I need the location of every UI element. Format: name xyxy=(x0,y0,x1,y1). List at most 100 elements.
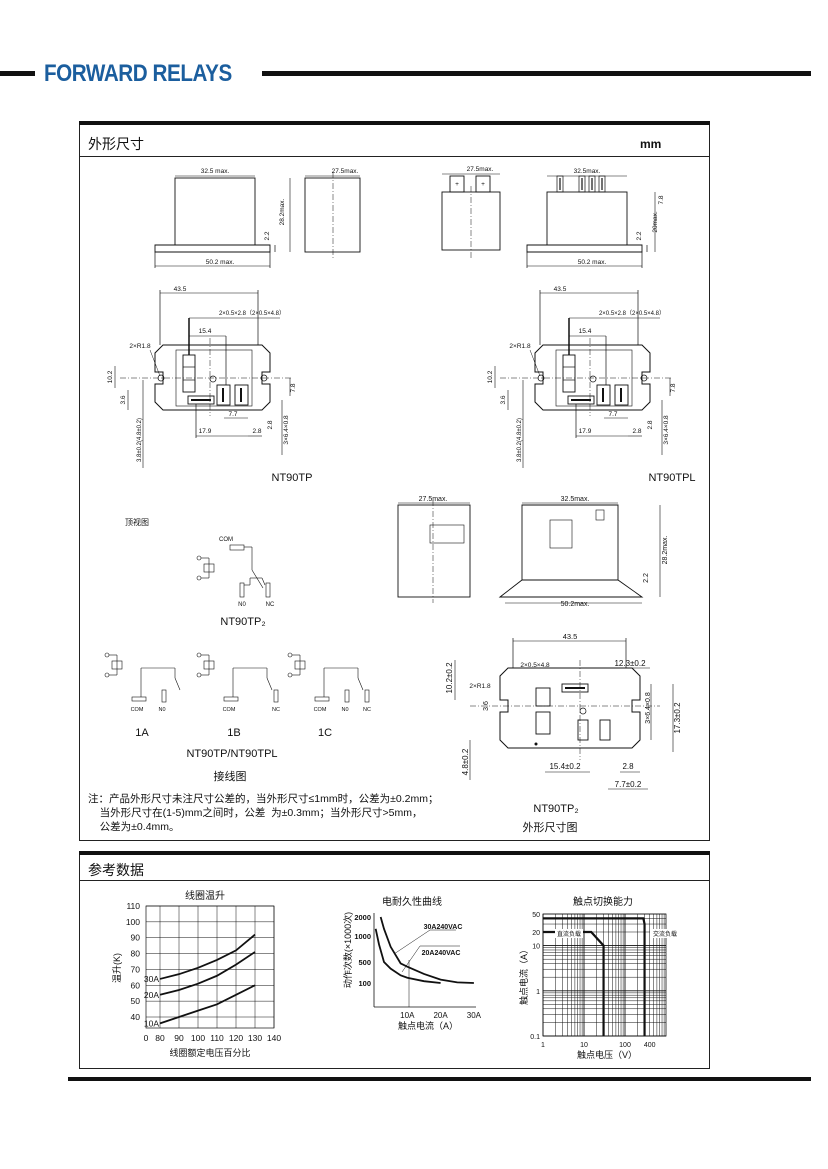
dim-2-8: 2.8 xyxy=(252,428,261,435)
series-line-20A xyxy=(159,951,256,996)
y-tick-label: 0.1 xyxy=(530,1034,540,1041)
terminal-circle xyxy=(196,555,202,561)
note-line: 注：产品外形尺寸未注尺寸公差的，当外形尺寸≤1mm时，公差为±0.2mm； xyxy=(88,793,439,805)
mounting-flange xyxy=(498,579,644,598)
section2-title: 参考数据 xyxy=(88,862,144,878)
terminal-tab xyxy=(556,175,564,193)
switch-blade xyxy=(266,677,273,691)
header-rule-right xyxy=(262,71,811,76)
slot-hole xyxy=(157,374,165,382)
tp-side-view: 32.5 max.50.2 max.2.228.2max. xyxy=(154,168,291,268)
com-contact xyxy=(223,696,239,702)
com-label: COM xyxy=(223,707,236,713)
chart-title: 触点切换能力 xyxy=(573,895,633,908)
coil-terminal xyxy=(535,687,551,707)
dim-4-8: 4.8±0.2 xyxy=(461,748,470,775)
base-plate xyxy=(534,344,651,411)
y-tick-label: 90 xyxy=(131,933,141,943)
series-line-30A xyxy=(159,933,256,980)
nc-label: NC xyxy=(266,602,275,608)
x-tick-label: 10A xyxy=(400,1011,415,1020)
label-background xyxy=(555,929,583,938)
model-label: NT90TP xyxy=(272,472,313,484)
overall-width-dim: 43.5 xyxy=(563,632,578,641)
unit-label: mm xyxy=(640,137,662,151)
dim-7-8: 7.8 xyxy=(290,383,297,392)
y-tick-label: 100 xyxy=(126,917,140,927)
dim-17-9: 17.9 xyxy=(579,428,592,435)
dim-7-7: 7.7 xyxy=(228,411,237,418)
y-tick-label: 40 xyxy=(131,1012,141,1022)
x-tick-label: 80 xyxy=(155,1033,165,1043)
series-line-10A xyxy=(159,984,256,1025)
radius-dim: 2×R1.8 xyxy=(469,683,491,690)
line xyxy=(149,349,161,377)
wiring-caption: 接线图 xyxy=(214,769,247,783)
footer-rule xyxy=(68,1077,811,1081)
relay-body xyxy=(174,177,256,246)
y-tick-label: 100 xyxy=(358,979,371,988)
width-dim: 27.5max. xyxy=(332,168,359,175)
base-plate xyxy=(154,344,271,411)
com-label: COM xyxy=(314,707,327,713)
nc-terminal xyxy=(614,384,629,406)
section1-title-divider xyxy=(80,156,709,157)
dim-2-8-vertical: 2.8 xyxy=(647,420,654,429)
no-terminal xyxy=(577,719,589,741)
section1-top-rule xyxy=(79,121,710,125)
tp-bottom-view: 43.52×0.5×2.8（2×0.5×4.8）15.42×R1.810.23.… xyxy=(107,286,312,484)
x-axis-label: 触点电流（A） xyxy=(398,1020,458,1031)
tpl-front-view: ++27.5max. xyxy=(441,166,501,258)
x-tick-label: 20A xyxy=(433,1011,448,1020)
relay-body xyxy=(546,191,628,246)
com-terminal xyxy=(561,683,589,693)
section2-title-divider xyxy=(80,880,709,881)
terminal-height-dim: 7.8 xyxy=(658,195,665,204)
coil-terminal xyxy=(535,711,551,735)
y-tick-label: 1 xyxy=(536,989,540,996)
line xyxy=(261,577,266,586)
chart-title: 线圈温升 xyxy=(185,889,225,902)
com-label: COM xyxy=(219,537,233,543)
overall-width-dim: 43.5 xyxy=(554,286,567,293)
brand-logo: FORWARD RELAYS xyxy=(44,60,232,87)
terminal-tab xyxy=(449,175,465,193)
nc-label: NC xyxy=(363,707,371,713)
width-dim: 27.5max. xyxy=(467,166,494,173)
terminal-circle xyxy=(196,575,202,581)
mounting-flange xyxy=(526,244,643,253)
coil-symbol xyxy=(294,660,306,670)
center-hole xyxy=(209,375,217,383)
tp2-side-view: 32.5max.50.2max.28.2max.2.2 xyxy=(498,496,669,608)
dim-7-7: 7.7±0.2 xyxy=(615,780,642,789)
terminal-circle xyxy=(104,672,110,678)
contact-type-label: 1A xyxy=(135,727,149,739)
series-label-ac: 交流负载 xyxy=(653,930,677,938)
right-offset-dim: 12.3±0.2 xyxy=(614,659,646,668)
height-dim: 20max. xyxy=(652,211,659,233)
mounting-flange xyxy=(154,244,271,253)
relay-body xyxy=(397,504,471,598)
no-contact xyxy=(239,582,245,598)
nc-terminal xyxy=(234,384,249,406)
terminal-circle xyxy=(196,652,202,658)
y-tick-label: 70 xyxy=(131,964,141,974)
com-terminal xyxy=(567,395,595,405)
nc-contact xyxy=(364,689,370,703)
switch-blade xyxy=(174,677,181,691)
tp2-front-view: 27.5max. xyxy=(397,496,471,603)
base-dim: 50.2max. xyxy=(561,601,590,608)
x-tick-label: 130 xyxy=(248,1033,262,1043)
no-contact xyxy=(344,689,350,703)
series-label: 30A xyxy=(144,974,159,984)
y-tick-label: 1000 xyxy=(354,932,371,941)
contact-type-label: 1C xyxy=(318,727,332,739)
switch-blade xyxy=(251,569,264,589)
series-label: 20A xyxy=(144,990,159,1000)
pitch-dim: 15.4 xyxy=(579,328,592,335)
contact-type-label: 1B xyxy=(227,727,240,739)
com-contact xyxy=(229,544,245,551)
